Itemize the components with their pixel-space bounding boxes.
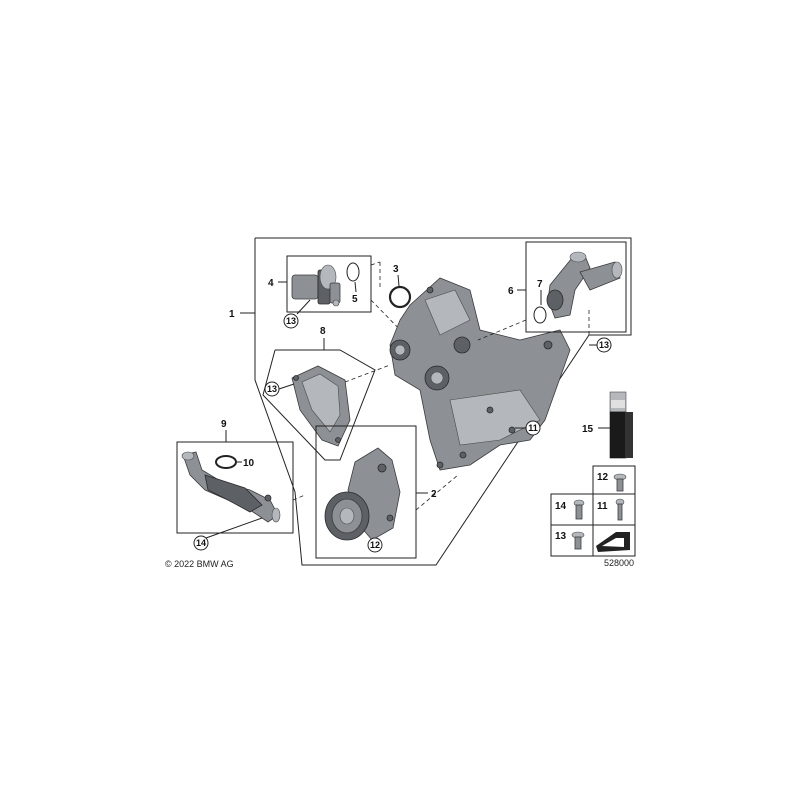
o-ring-part-7 (533, 306, 547, 324)
bolt-14 (573, 499, 585, 520)
pump-housing-part (389, 277, 571, 471)
box-part-4 (286, 255, 372, 313)
label-15: 15 (582, 424, 594, 435)
sealant-tube-part-15 (609, 391, 633, 459)
label-6: 6 (508, 286, 514, 297)
callout-11: 11 (528, 423, 538, 433)
diagram-number: 528000 (604, 558, 634, 568)
arrow-symbol (596, 532, 630, 552)
box-part-8 (262, 349, 376, 461)
callout-14: 14 (196, 538, 206, 548)
fastener-label-13: 13 (555, 531, 567, 542)
box-part-2 (315, 425, 417, 559)
outlet-pipe-part (546, 251, 623, 319)
callout-13-mid: 13 (267, 384, 277, 394)
label-1: 1 (229, 309, 235, 320)
label-5: 5 (352, 294, 358, 305)
box-part-9 (176, 441, 294, 534)
label-4: 4 (268, 278, 274, 289)
label-9: 9 (221, 419, 227, 430)
thermostat-housing-part (291, 264, 341, 307)
callout-13-right: 13 (599, 340, 609, 350)
coolant-pipe-part (181, 451, 281, 523)
ring-part-3 (388, 285, 412, 309)
fastener-label-12: 12 (597, 472, 609, 483)
label-7: 7 (537, 279, 543, 290)
main-assembly-frame (254, 237, 632, 566)
fastener-label-14: 14 (555, 501, 567, 512)
water-pump-part (324, 447, 401, 541)
box-part-6 (525, 241, 627, 333)
bolt-12 (613, 473, 627, 492)
bolt-13 (571, 531, 585, 550)
label-8: 8 (320, 326, 326, 337)
fastener-grid (550, 465, 636, 557)
o-ring-part-10 (215, 455, 237, 469)
bolt-11 (615, 498, 625, 521)
label-10: 10 (243, 458, 255, 469)
callout-13-top: 13 (286, 316, 296, 326)
fastener-label-11: 11 (597, 501, 608, 512)
callout-12: 12 (370, 540, 380, 550)
label-3: 3 (393, 264, 399, 275)
o-ring-part-5 (346, 262, 360, 282)
copyright-text: © 2022 BMW AG (165, 559, 234, 569)
